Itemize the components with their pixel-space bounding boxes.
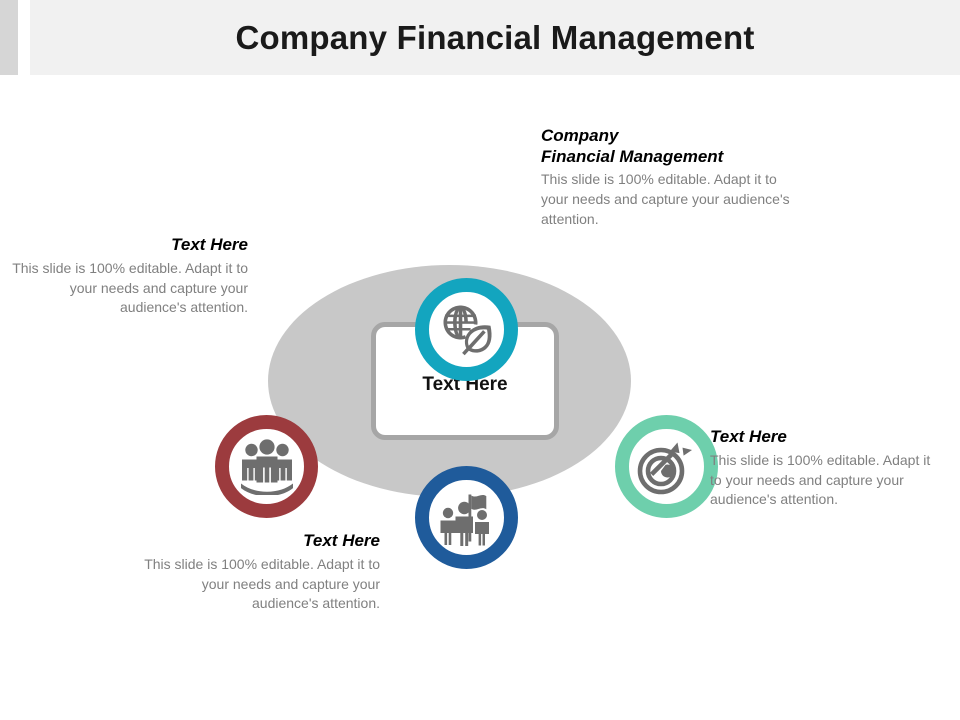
diagram-stage: Text Here bbox=[0, 75, 960, 720]
header-accent-bar bbox=[0, 0, 18, 75]
team-flag-icon bbox=[436, 489, 498, 547]
globe-leaf-icon bbox=[437, 301, 497, 359]
callout-bottom-left-body: This slide is 100% editable. Adapt it to… bbox=[144, 555, 380, 612]
center-text-box-label: Text Here bbox=[422, 374, 508, 395]
callout-top-right-heading-line1: Company bbox=[541, 126, 619, 145]
node-left-people-group[interactable] bbox=[215, 415, 318, 518]
header-band bbox=[30, 0, 960, 75]
callout-top-right: Company Financial Management This slide … bbox=[541, 126, 791, 230]
node-bottom-team-flag[interactable] bbox=[415, 466, 518, 569]
callout-bottom-right: Text Here This slide is 100% editable. A… bbox=[710, 427, 945, 510]
callout-top-right-body: This slide is 100% editable. Adapt it to… bbox=[541, 171, 790, 228]
callout-top-right-heading: Company Financial Management bbox=[541, 126, 791, 167]
people-group-icon bbox=[237, 438, 297, 495]
node-right-target-arrow[interactable] bbox=[615, 415, 718, 518]
callout-bottom-left: Text Here This slide is 100% editable. A… bbox=[135, 531, 380, 614]
center-text-box[interactable]: Text Here bbox=[371, 322, 559, 440]
node-top-globe-leaf[interactable] bbox=[415, 278, 518, 381]
callout-bottom-left-heading: Text Here bbox=[303, 531, 380, 550]
callout-left: Text Here This slide is 100% editable. A… bbox=[5, 235, 248, 318]
page-title: Company Financial Management bbox=[235, 18, 755, 56]
callout-top-right-heading-line2: Financial Management bbox=[541, 146, 724, 166]
callout-bottom-right-body: This slide is 100% editable. Adapt it to… bbox=[710, 451, 931, 508]
callout-left-heading: Text Here bbox=[171, 235, 248, 254]
target-arrow-icon bbox=[637, 438, 697, 496]
callout-left-body: This slide is 100% editable. Adapt it to… bbox=[12, 259, 248, 316]
callout-bottom-right-heading: Text Here bbox=[710, 427, 787, 446]
